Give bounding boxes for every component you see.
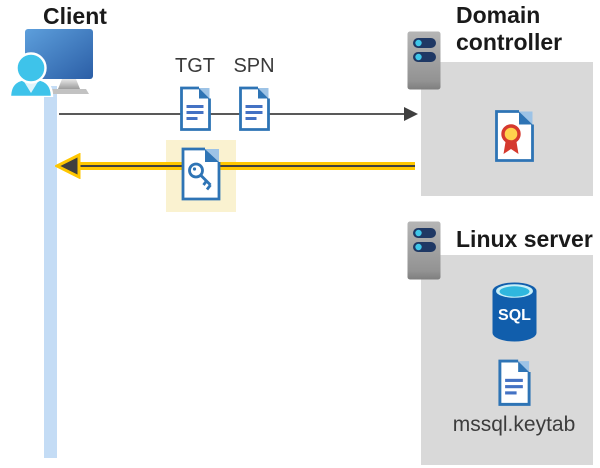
client-computer-icon: [8, 29, 93, 97]
key-ticket-icon: [181, 147, 221, 201]
ribbon-seal-icon: [501, 124, 521, 154]
key-icon: [188, 162, 212, 191]
tgt-document-icon: [180, 86, 211, 131]
linux-server-icon: [407, 221, 441, 280]
response-arrow-core: [68, 165, 415, 167]
response-arrow-head-icon: [55, 153, 81, 179]
keytab-label: mssql.keytab: [452, 413, 576, 436]
certificate-icon: [495, 110, 534, 162]
domain-controller-title-line1: Domain: [456, 2, 541, 28]
request-arrow-line: [59, 113, 407, 115]
spn-document-icon: [239, 86, 270, 131]
sql-label: SQL: [498, 307, 531, 324]
keytab-document-icon: [498, 359, 531, 406]
domain-controller-server-icon: [407, 31, 441, 90]
user-icon: [8, 52, 54, 97]
request-arrow-head-icon: [404, 107, 418, 121]
client-lifeline: [44, 86, 57, 458]
domain-controller-title-line2: controller: [456, 29, 563, 55]
sql-database-icon: SQL: [492, 282, 537, 342]
domain-controller-title: Domain controller: [456, 2, 562, 56]
tgt-label: TGT: [175, 55, 215, 77]
linux-server-title: Linux server: [456, 226, 593, 252]
client-title: Client: [43, 3, 107, 29]
spn-label: SPN: [233, 55, 275, 77]
